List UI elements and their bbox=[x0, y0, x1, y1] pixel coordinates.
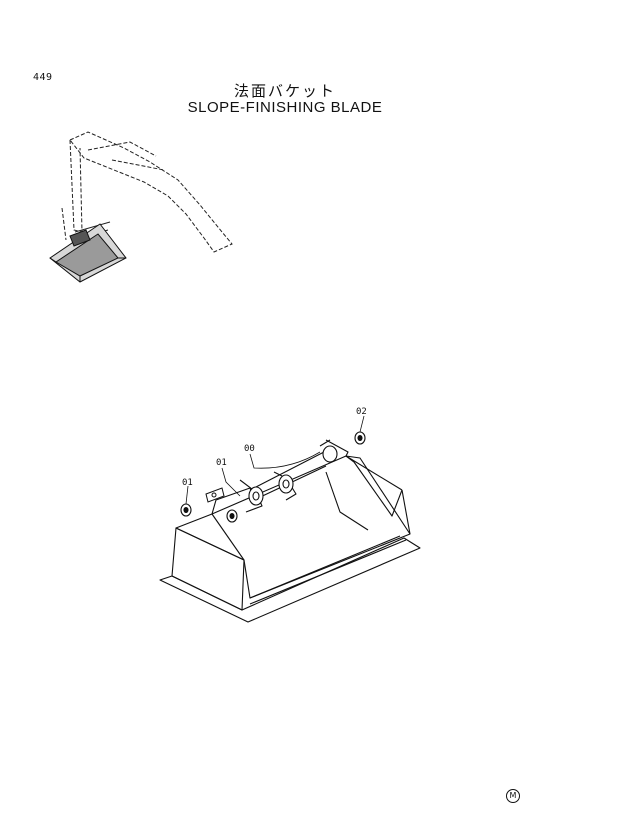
leader-01a bbox=[185, 485, 189, 505]
callout-01-lower: 01 bbox=[182, 478, 193, 488]
page-number: 449 bbox=[33, 72, 53, 83]
corner-mark-icon: M bbox=[506, 789, 520, 803]
leader-02 bbox=[359, 415, 365, 433]
callout-00: 00 bbox=[244, 444, 255, 454]
leader-01b bbox=[221, 467, 241, 497]
overview-bucket bbox=[49, 223, 127, 283]
callout-01-upper: 01 bbox=[216, 458, 227, 468]
title-japanese: 法面バケット bbox=[233, 82, 336, 100]
title-english: SLOPE-FINISHING BLADE bbox=[187, 99, 383, 116]
leader-00 bbox=[249, 451, 321, 469]
callout-02: 02 bbox=[356, 407, 367, 417]
